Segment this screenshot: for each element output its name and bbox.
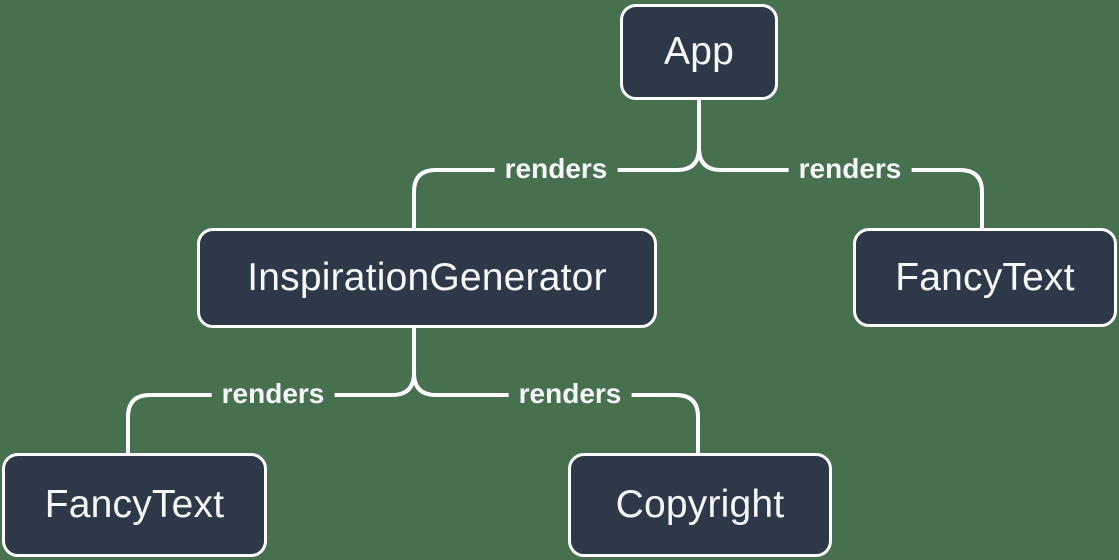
node-fancytext-bottom-label: FancyText	[44, 483, 225, 526]
node-copyright-label: Copyright	[615, 483, 785, 526]
node-app: App	[620, 4, 778, 100]
edge-label-inspirationgenerator-copyright: renders	[508, 377, 632, 411]
node-fancytext-right: FancyText	[853, 228, 1117, 327]
node-inspiration-generator: InspirationGenerator	[197, 228, 657, 328]
node-copyright: Copyright	[568, 453, 832, 557]
edge-label-app-inspirationgenerator: renders	[494, 152, 618, 186]
node-app-label: App	[664, 30, 734, 73]
node-inspiration-generator-label: InspirationGenerator	[247, 256, 607, 299]
node-fancytext-bottom: FancyText	[2, 453, 267, 557]
node-fancytext-right-label: FancyText	[895, 255, 1075, 299]
edge-label-app-fancytext: renders	[788, 152, 912, 186]
edge-label-inspirationgenerator-fancytext: renders	[211, 377, 335, 411]
